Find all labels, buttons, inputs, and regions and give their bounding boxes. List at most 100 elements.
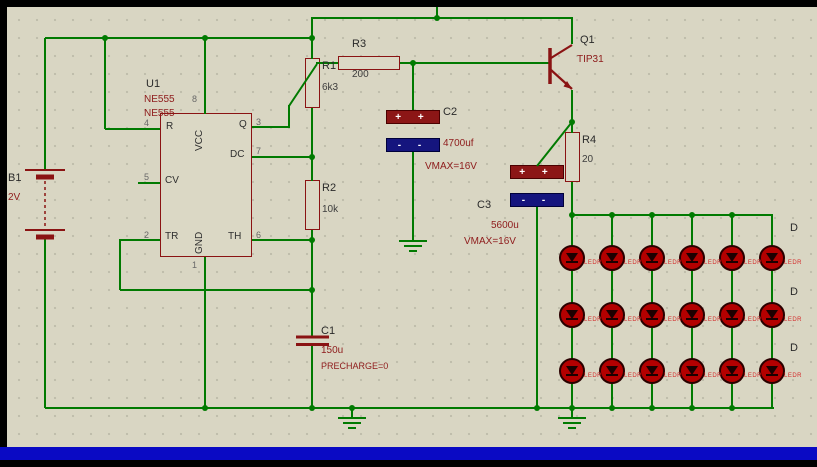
led[interactable] [599,302,625,328]
resistor-r3-body[interactable] [338,56,400,70]
wire-led-col[interactable] [611,271,613,303]
led[interactable] [759,358,785,384]
wire-pin1-drop[interactable] [204,257,206,408]
wire-led-col[interactable] [571,271,573,303]
wire-collector[interactable] [571,18,573,44]
wire-diagonal-c3[interactable] [536,121,573,167]
ic-555-body[interactable] [160,113,252,257]
wire-led-col[interactable] [611,328,613,359]
led[interactable] [719,245,745,271]
led-model-label: LEDR [584,260,603,266]
wire-battery-bottom[interactable] [44,239,46,408]
wire-c2-top[interactable] [412,63,414,111]
wire-reset-drop[interactable] [104,38,106,129]
wire-pin6[interactable] [252,239,313,241]
wire-led-col[interactable] [771,271,773,303]
wire-pin5-stub[interactable] [138,182,160,184]
wire-led-col[interactable] [771,384,773,408]
junction-dot [309,237,315,243]
wire-pin7[interactable] [252,156,313,158]
led[interactable] [639,302,665,328]
wire-gnd-stub[interactable] [571,407,573,418]
wire-diagonal-output[interactable] [288,63,318,107]
wire-pin8-stub[interactable] [204,38,206,114]
wire-led-col[interactable] [571,384,573,408]
wire-led-col[interactable] [731,384,733,408]
wire-top-rail[interactable] [311,17,573,19]
battery-symbol[interactable] [25,169,65,240]
led[interactable] [759,302,785,328]
ground-icon[interactable] [338,417,366,429]
led-model-label: LEDR [584,373,603,379]
wire-r4-bottom[interactable] [571,182,573,215]
wire-led-col[interactable] [571,215,573,246]
c3-negative-plate[interactable]: - - [510,193,564,207]
wire-led-col[interactable] [691,328,693,359]
wire-led-col[interactable] [771,328,773,359]
wire-led-col[interactable] [691,271,693,303]
junction-dot [349,405,355,411]
c2-positive-plate[interactable]: + + [386,110,440,124]
wire-top-edge-stub[interactable] [436,7,438,18]
wire-led-col[interactable] [651,271,653,303]
wire-led-col[interactable] [731,328,733,359]
wire-led-col[interactable] [691,215,693,246]
led[interactable] [759,245,785,271]
wire-led-col[interactable] [571,328,573,359]
led[interactable] [719,302,745,328]
led[interactable] [679,358,705,384]
wire-trigger-drop[interactable] [119,239,121,290]
wire-pin4[interactable] [105,128,160,130]
wire-base[interactable] [400,62,551,64]
wire-pin3[interactable] [252,126,289,128]
ground-icon[interactable] [558,417,586,429]
led[interactable] [559,358,585,384]
led-model-label: LEDR [664,317,683,323]
wire-led-col[interactable] [731,215,733,246]
wire-led-col[interactable] [611,384,613,408]
led[interactable] [599,358,625,384]
wire-ground-rail[interactable] [45,407,774,409]
wire-pin3-riser[interactable] [288,105,290,128]
led[interactable] [639,358,665,384]
wire-vcc-rail[interactable] [45,37,313,39]
transistor-q1[interactable] [548,44,573,90]
wire-led-col[interactable] [651,215,653,246]
led[interactable] [639,245,665,271]
wire-trigger-route[interactable] [120,289,313,291]
wire-pin2[interactable] [120,239,160,241]
c2-negative-plate[interactable]: - - [386,138,440,152]
pin-number-3: 3 [256,117,262,127]
wire-led-col[interactable] [771,215,773,246]
c3-value: 5600u [491,220,519,231]
wire-emitter[interactable] [571,90,573,133]
wire-led-col[interactable] [731,271,733,303]
pin-name-tr: TR [165,231,179,242]
c2-note: VMAX=16V [425,161,477,172]
wire-matrix-top-rail[interactable] [571,214,773,216]
junction-dot [309,154,315,160]
wire-c3-bottom[interactable] [536,206,538,408]
led[interactable] [599,245,625,271]
capacitor-c1[interactable] [296,335,329,346]
wire-led-col[interactable] [651,384,653,408]
wire-led-col[interactable] [691,384,693,408]
wire-c2-bottom[interactable] [412,152,414,241]
wire-gnd-stub[interactable] [351,407,353,418]
led[interactable] [679,302,705,328]
led[interactable] [719,358,745,384]
led-model-label: LEDR [704,317,723,323]
led[interactable] [679,245,705,271]
junction-dot [729,212,735,218]
wire-r2-c1[interactable] [311,230,313,337]
wire-led-col[interactable] [611,215,613,246]
wire-r1-r2[interactable] [311,108,313,181]
pin-number-2: 2 [144,230,150,240]
wire-r3-lead[interactable] [316,62,338,64]
ground-icon[interactable] [399,240,427,252]
led[interactable] [559,245,585,271]
led[interactable] [559,302,585,328]
wire-led-col[interactable] [651,328,653,359]
wire-c1-ground[interactable] [311,346,313,408]
wire-battery-top[interactable] [44,38,46,170]
